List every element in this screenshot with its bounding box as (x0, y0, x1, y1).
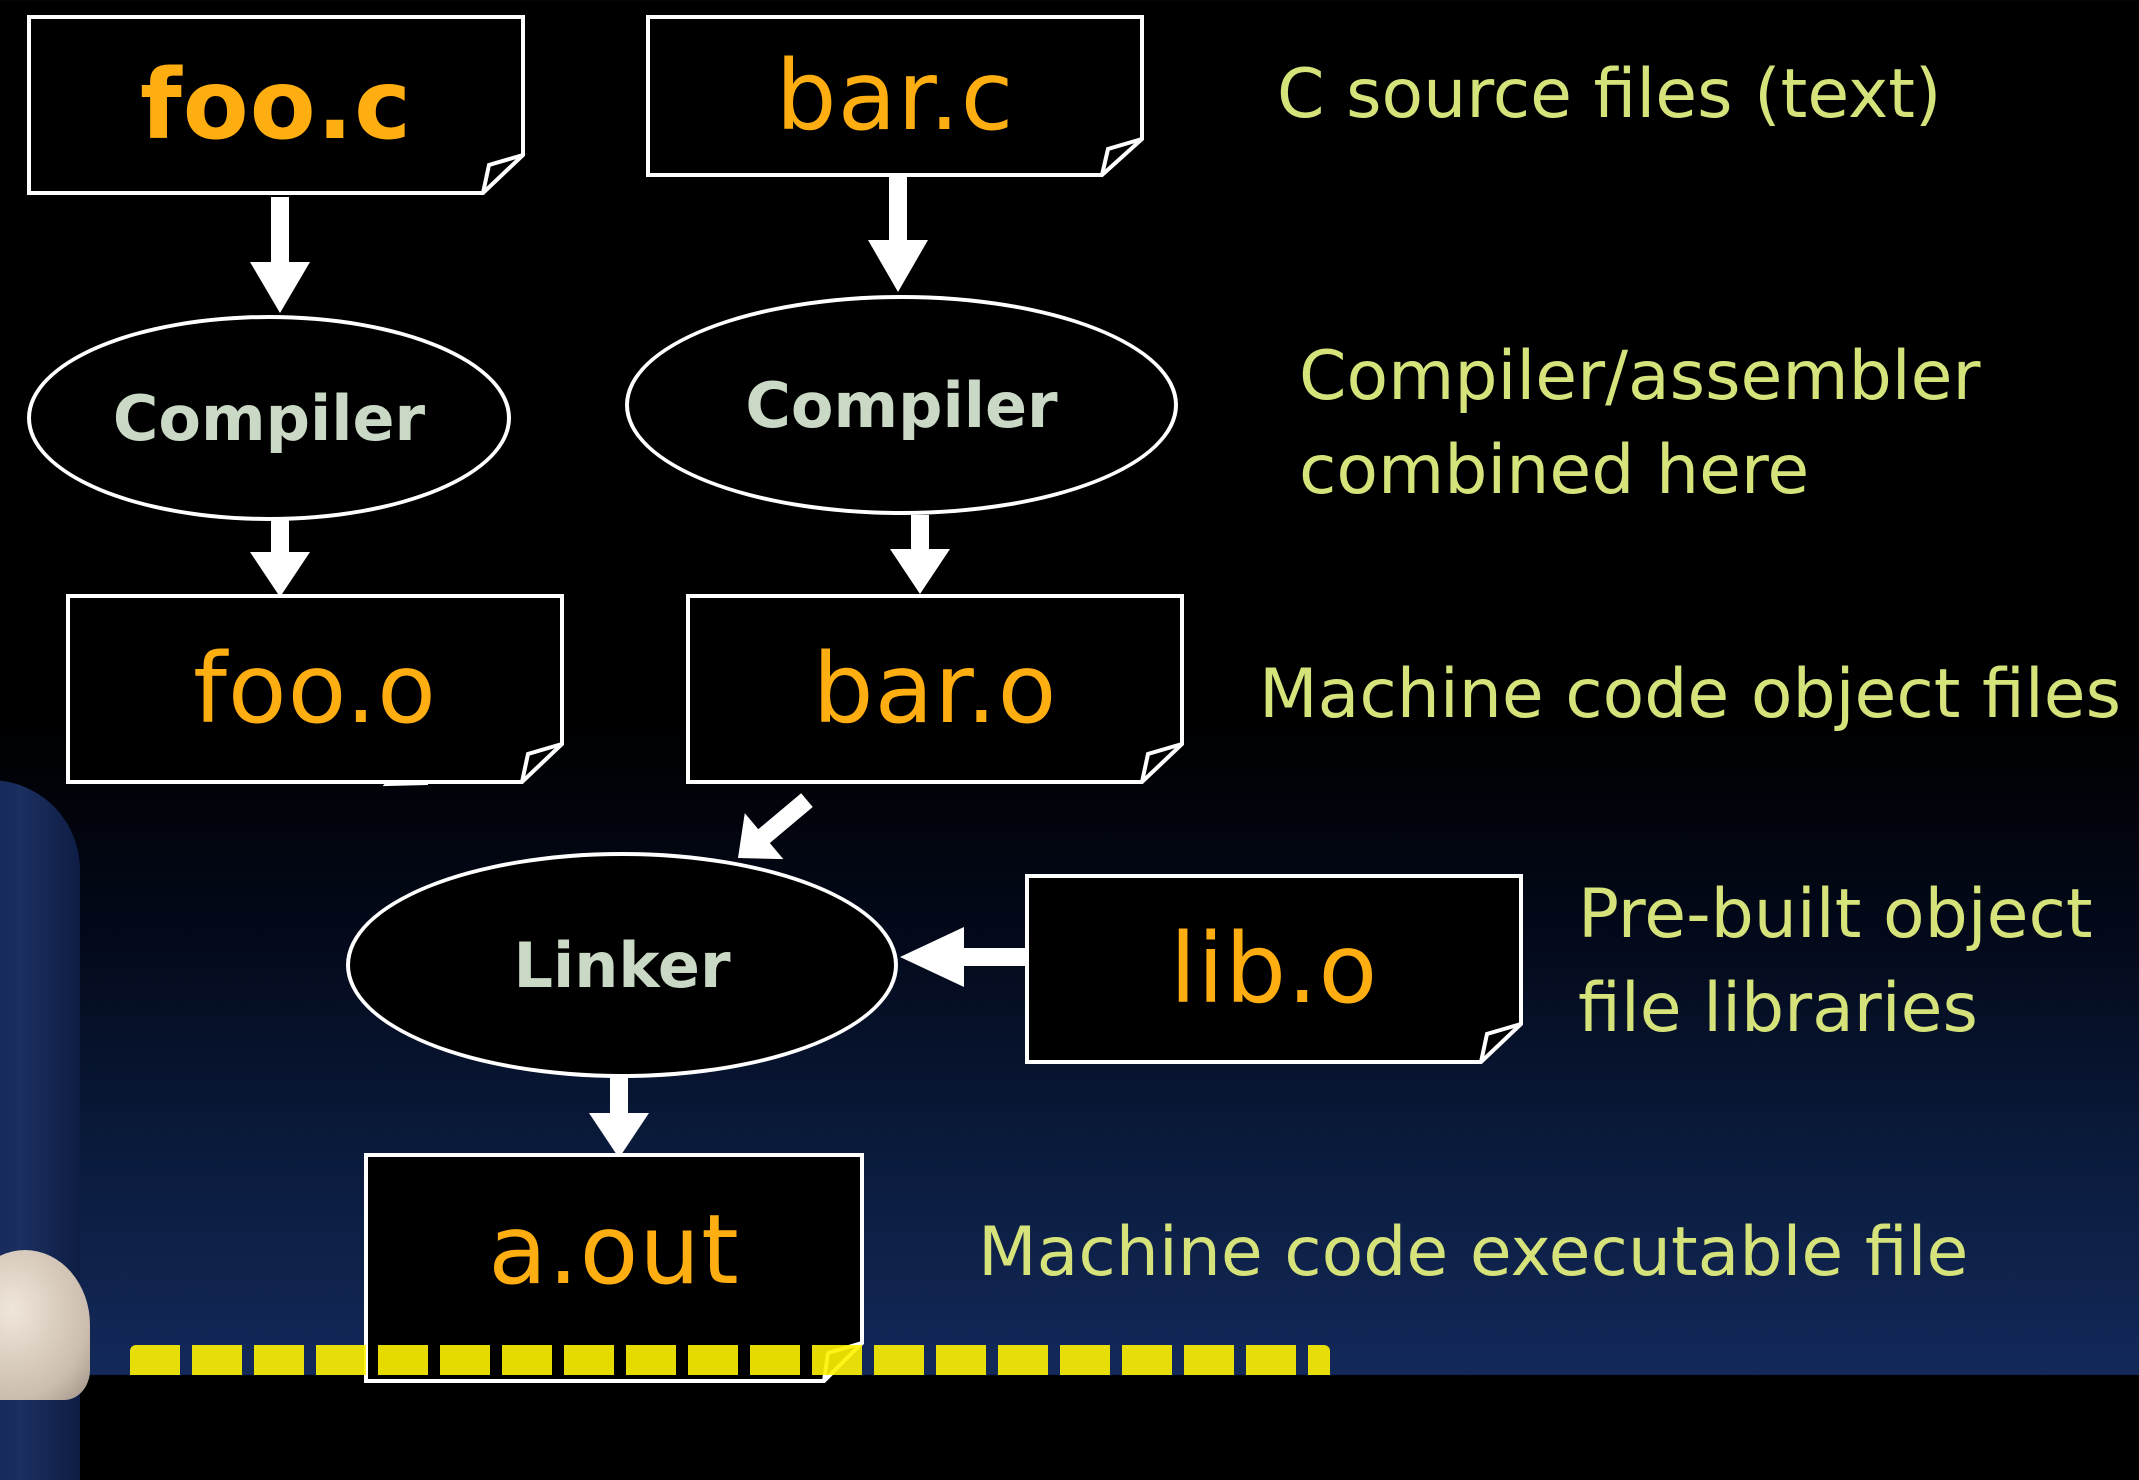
file-bar-c: bar.c (646, 15, 1144, 177)
process-compiler-left: Compiler (27, 315, 511, 521)
process-label: Compiler (112, 381, 426, 455)
file-label: bar.c (775, 40, 1015, 152)
process-compiler-right: Compiler (625, 295, 1178, 515)
note-line: file libraries (1578, 969, 1978, 1048)
file-lib-o: lib.o (1025, 874, 1523, 1064)
arrow-bar-c-to-compiler (868, 176, 928, 292)
process-label: Linker (513, 928, 731, 1002)
file-label: bar.o (812, 633, 1058, 745)
file-page-icon (27, 15, 525, 195)
arrow-lib-o-to-linker (900, 927, 1028, 987)
file-bar-o: bar.o (686, 594, 1184, 784)
process-label: Compiler (745, 368, 1058, 442)
arrow-compiler-to-foo-o (250, 518, 310, 597)
file-a-out: a.out (364, 1153, 864, 1383)
arrow-linker-to-a-out (589, 1075, 649, 1158)
file-page-icon (66, 594, 564, 784)
note-line: Compiler/assembler (1299, 337, 1981, 416)
file-page-icon (1025, 874, 1523, 1064)
file-label: a.out (488, 1194, 740, 1306)
arrow-compiler-to-bar-o (890, 515, 950, 594)
note-line: combined here (1299, 431, 1810, 510)
process-linker: Linker (346, 852, 898, 1078)
file-label: foo.c (139, 49, 413, 161)
file-foo-c: foo.c (27, 15, 525, 195)
note-compiler: Compiler/assembler combined here (1299, 330, 1980, 518)
file-label: foo.o (193, 633, 437, 745)
note-executable: Machine code executable file (978, 1213, 1969, 1292)
note-object-files: Machine code object files (1259, 655, 2122, 734)
file-page-icon (646, 15, 1144, 177)
file-label: lib.o (1169, 913, 1379, 1025)
file-page-icon (686, 594, 1184, 784)
file-foo-o: foo.o (66, 594, 564, 784)
note-library: Pre-built object file libraries (1578, 868, 2093, 1056)
subtitle-strip (130, 1345, 1330, 1375)
note-source-files: C source files (text) (1277, 55, 1942, 134)
note-line: Pre-built object (1578, 875, 2093, 954)
arrow-foo-c-to-compiler (250, 197, 310, 313)
arrow-bar-o-to-linker (738, 793, 813, 860)
